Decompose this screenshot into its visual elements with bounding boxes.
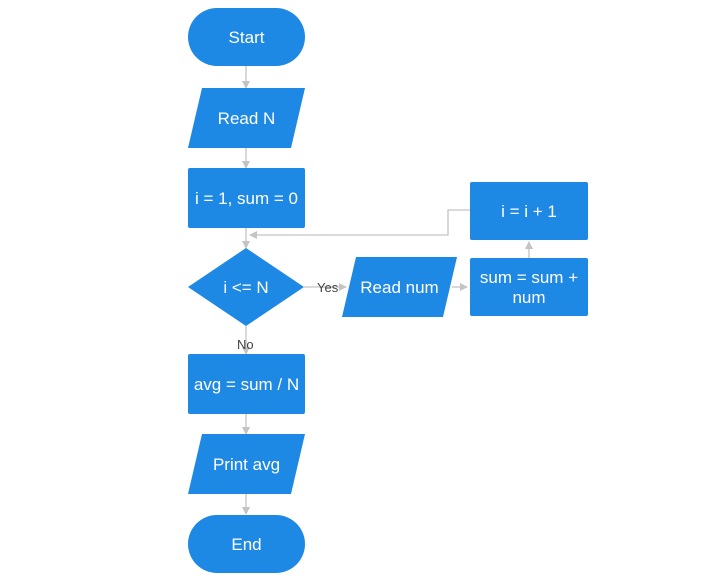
connectors [242, 66, 533, 515]
average-process-shape [188, 354, 305, 414]
start-label: Start [229, 28, 265, 47]
increment-label: i = i + 1 [501, 202, 557, 221]
condition-decision-shape [188, 248, 304, 326]
read-num-io-shape [342, 257, 457, 317]
edge-increment-loop-back [249, 209, 470, 239]
init-label: i = 1, sum = 0 [195, 189, 298, 208]
increment-process-shape [470, 182, 588, 240]
condition-label: i <= N [223, 278, 268, 297]
print-io-shape [188, 434, 305, 494]
node-increment: i = i + 1 [470, 182, 588, 240]
node-average: avg = sum / N [188, 354, 305, 414]
node-condition: i <= N [188, 248, 304, 326]
init-process-shape [188, 168, 305, 228]
node-start: Start [188, 8, 305, 66]
read-num-label: Read num [360, 278, 438, 297]
node-init: i = 1, sum = 0 [188, 168, 305, 228]
node-print: Print avg [188, 434, 305, 494]
accumulate-label-line-2: num [512, 288, 545, 307]
end-terminator-shape [188, 515, 305, 573]
start-terminator-shape [188, 8, 305, 66]
accumulate-label-line-1: sum = sum + [480, 268, 578, 287]
read-n-io-shape [188, 88, 305, 148]
print-label: Print avg [213, 455, 280, 474]
node-read-n: Read N [188, 88, 305, 148]
read-n-label: Read N [218, 109, 276, 128]
node-read-num: Read num [342, 257, 457, 317]
node-accumulate: sum = sum + num [470, 258, 588, 316]
average-label: avg = sum / N [194, 375, 299, 394]
accumulate-process-shape [470, 258, 588, 316]
node-end: End [188, 515, 305, 573]
no-label: No [237, 337, 254, 352]
end-label: End [231, 535, 261, 554]
yes-label: Yes [317, 280, 339, 295]
